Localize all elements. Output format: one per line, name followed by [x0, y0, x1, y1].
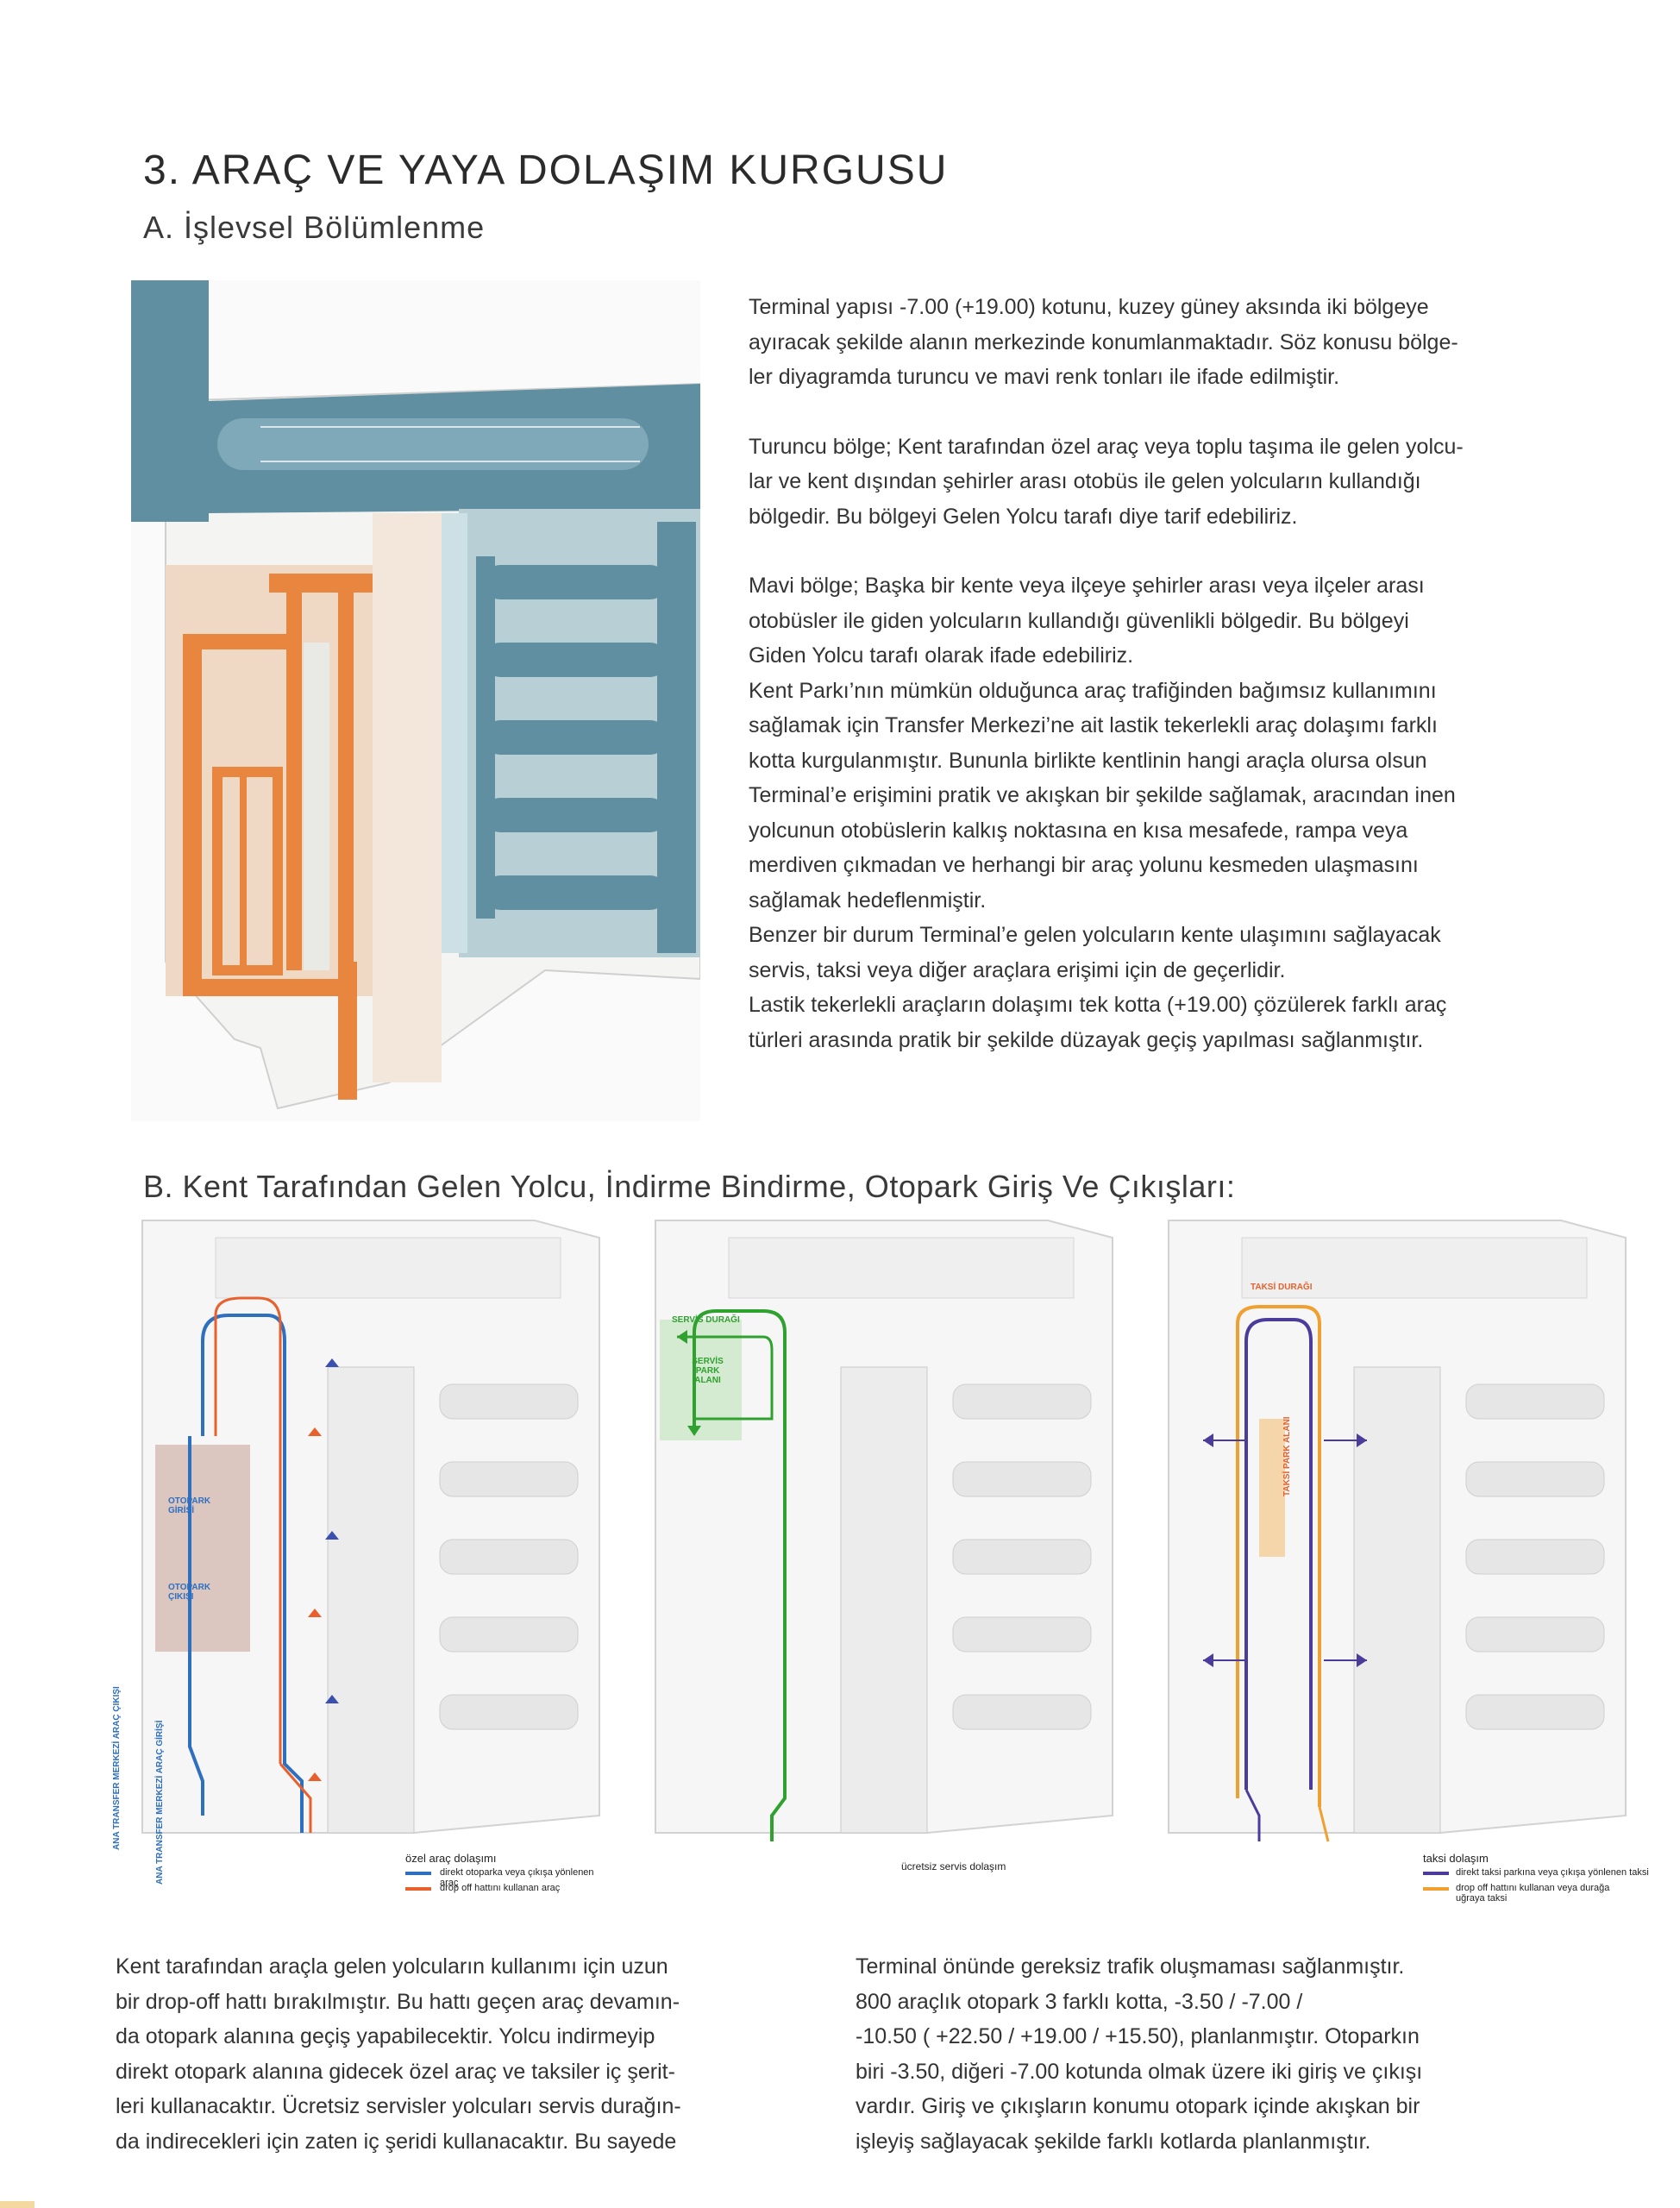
text-line: Benzer bir durum Terminal’e gelen yolcul…: [749, 923, 1441, 947]
text-line: servis, taksi veya diğer araçlara erişim…: [749, 957, 1286, 982]
text-line: bir drop-off hattı bırakılmıştır. Bu hat…: [116, 1989, 680, 2014]
section-b-left-text: Kent tarafından araçla gelen yolcuların …: [116, 1949, 840, 2159]
service-park-area: [660, 1320, 742, 1440]
taxi-legend-item: drop off hattını kullanan veya durağa uğ…: [1456, 1883, 1610, 1904]
text-line: Giden Yolcu tarafı olarak ifade edebilir…: [749, 643, 1134, 668]
private-legend-item: drop off hattını kullanan araç: [440, 1883, 561, 1893]
taxi-park-area: [1259, 1419, 1285, 1557]
page-title: 3. ARAÇ VE YAYA DOLAŞIM KURGUSU: [143, 147, 949, 193]
taxi-legend-swatch-purple: [1423, 1872, 1449, 1875]
arrival-drop-off-lanes: [183, 574, 373, 1100]
text-line: Kent Parkı’nın mümkün olduğunca araç tra…: [749, 678, 1437, 703]
text-line: Mavi bölge; Başka bir kente veya ilçeye …: [749, 574, 1425, 598]
text-line: merdiven çıkmadan ve herhangi bir araç y…: [749, 853, 1419, 877]
text-line: sağlamak hedeflenmiştir.: [749, 888, 987, 913]
parking-exit-label: OTOPARK ÇIKIŞI: [168, 1583, 211, 1602]
text-line: Terminal’e erişimini pratik ve akışkan b…: [749, 783, 1456, 807]
service-vehicle-plan: [655, 1220, 1113, 1841]
taxi-legend-item: direkt taksi parkına veya çıkışa yönlene…: [1456, 1867, 1649, 1878]
text-line: Turuncu bölge; Kent tarafından özel araç…: [749, 434, 1464, 459]
section-a-text: Terminal yapısı -7.00 (+19.00) kotunu, k…: [749, 290, 1577, 1057]
taxi-park-label: TAKSİ PARK ALANI: [1282, 1416, 1292, 1496]
taxi-stop-label: TAKSİ DURAĞI: [1251, 1283, 1313, 1292]
service-park-label: SERVİS PARK ALANI: [692, 1357, 724, 1385]
page-corner-mark: [0, 2201, 34, 2208]
service-caption: ücretsiz servis dolaşım: [901, 1860, 1006, 1872]
main-exit-label: ANA TRANSFER MERKEZİ ARAÇ ÇIKIŞI: [112, 1686, 122, 1850]
private-legend-swatch-orange: [405, 1887, 431, 1891]
section-a-title: A. İşlevsel Bölümlenme: [143, 210, 486, 245]
private-legend-item: direkt otoparka veya çıkışa yönlenen ara…: [440, 1867, 594, 1888]
text-line: -10.50 ( +22.50 / +19.00 / +15.50), plan…: [856, 2024, 1420, 2048]
private-vehicle-diagram: OTOPARK GİRİŞİ OTOPARK ÇIKIŞI ANA TRANSF…: [112, 1212, 612, 1919]
taxi-plan: [1168, 1220, 1627, 1842]
taxi-legend-title: taksi dolaşım: [1423, 1852, 1489, 1865]
text-line: türleri arasında pratik bir şekilde düza…: [749, 1027, 1424, 1052]
private-legend-title: özel araç dolaşımı: [405, 1852, 497, 1865]
private-vehicle-plan: [141, 1220, 600, 1834]
text-line: direkt otopark alanına gidecek özel araç…: [116, 2059, 675, 2084]
terminal-core: [373, 513, 442, 1082]
text-line: biri -3.50, diğeri -7.00 kotunda olmak ü…: [856, 2059, 1423, 2084]
text-line: ayıracak şekilde alanın merkezinde konum…: [749, 329, 1458, 354]
text-line: Kent tarafından araçla gelen yolcuların …: [116, 1954, 668, 1979]
functional-zoning-drawing: [131, 280, 701, 1110]
text-line: 800 araçlık otopark 3 farklı kotta, -3.5…: [856, 1989, 1303, 2014]
text-line: vardır. Giriş ve çıkışların konumu otopa…: [856, 2094, 1420, 2118]
text-line: ler diyagramda turuncu ve mavi renk tonl…: [749, 365, 1340, 389]
text-line: sağlamak için Transfer Merkezi’ne ait la…: [749, 713, 1438, 737]
text-line: yolcunun otobüslerin kalkış noktasına en…: [749, 818, 1408, 843]
main-entry-label: ANA TRANSFER MERKEZİ ARAÇ GİRİŞİ: [155, 1720, 165, 1885]
text-line: bölgedir. Bu bölgeyi Gelen Yolcu tarafı …: [749, 504, 1298, 529]
section-b-right-text: Terminal önünde gereksiz trafik oluşmama…: [856, 1949, 1597, 2159]
section-b-title: B. Kent Tarafından Gelen Yolcu, İndirme …: [143, 1169, 1236, 1204]
service-vehicle-diagram: SERVİS DURAĞI SERVİS PARK ALANI ücretsiz…: [643, 1212, 1125, 1919]
text-line: da indirecekleri için zaten iç şeridi ku…: [116, 2129, 677, 2154]
text-line: işleyiş sağlayacak şekilde farklı kotlar…: [856, 2129, 1371, 2154]
private-legend-swatch-blue: [405, 1872, 431, 1875]
text-line: lar ve kent dışından şehirler arası otob…: [749, 469, 1421, 493]
functional-zoning-plan: [131, 280, 701, 1121]
bus-platforms: [476, 556, 666, 919]
text-line: Lastik tekerlekli araçların dolaşımı tek…: [749, 993, 1447, 1017]
text-line: Terminal önünde gereksiz trafik oluşmama…: [856, 1954, 1405, 1979]
text-line: leri kullanacaktır. Ücretsiz servisler y…: [116, 2094, 681, 2118]
parking-entry-label: OTOPARK GİRİŞİ: [168, 1496, 211, 1515]
text-line: da otopark alanına geçiş yapabilecektir.…: [116, 2024, 655, 2048]
parking-area: [155, 1445, 250, 1652]
taxi-legend-swatch-orange: [1423, 1887, 1449, 1891]
text-line: Terminal yapısı -7.00 (+19.00) kotunu, k…: [749, 295, 1429, 319]
taxi-diagram: TAKSİ DURAĞI TAKSİ PARK ALANI taksi dola…: [1156, 1212, 1649, 1919]
service-stop-label: SERVİS DURAĞI: [672, 1315, 740, 1325]
blue-road-west: [131, 280, 209, 522]
text-line: otobüsler ile giden yolcuların kullandığ…: [749, 608, 1409, 633]
text-line: kotta kurgulanmıştır. Bununla birlikte k…: [749, 748, 1427, 773]
